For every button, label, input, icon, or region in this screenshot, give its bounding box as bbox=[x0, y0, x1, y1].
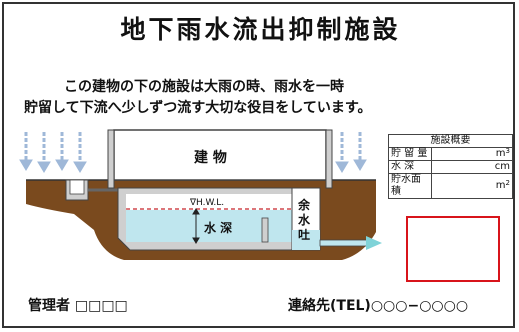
facility-spec-table: 施設概要 貯 留 量 m3 水 深 cm 貯水面積 m2 bbox=[387, 134, 513, 199]
spec-row-area: 貯水面積 m2 bbox=[387, 173, 513, 199]
description-line-2: 貯留して下流へ少しずつ流す大切な役目をしています。 bbox=[24, 100, 372, 116]
spillway-label-3: 吐 bbox=[298, 227, 310, 242]
sign-title: 地下雨水流出抑制施設 bbox=[120, 15, 401, 44]
description-line-1: この建物の下の施設は大雨の時、雨水を一時 bbox=[64, 79, 344, 95]
spillway-label-2: 水 bbox=[298, 212, 311, 227]
building-right-wall bbox=[325, 129, 333, 189]
building-label: 建 物 bbox=[194, 149, 227, 166]
rain-arrows-left bbox=[19, 132, 87, 173]
building-left-wall bbox=[107, 129, 115, 189]
spillway-label-1: 余 bbox=[297, 197, 311, 212]
rain-arrows-right bbox=[335, 132, 367, 173]
spec-unit-area: m2 bbox=[431, 173, 513, 199]
inner-wall bbox=[261, 217, 269, 243]
outlet-pipe bbox=[319, 239, 371, 247]
spec-label-volume: 貯 留 量 bbox=[387, 147, 433, 161]
outflow-arrow bbox=[366, 236, 382, 250]
red-placeholder-box bbox=[406, 216, 500, 282]
spec-label-depth: 水 深 bbox=[387, 160, 433, 174]
sign-board: 地下雨水流出抑制施設 この建物の下の施設は大雨の時、雨水を一時 貯留して下流へ少… bbox=[2, 2, 515, 328]
hwl-label: ∇H.W.L. bbox=[189, 198, 224, 208]
contact-text: 連絡先(TEL)○○○−○○○○ bbox=[288, 298, 469, 314]
spec-table-header: 施設概要 bbox=[388, 134, 513, 148]
spec-row-depth: 水 深 cm bbox=[387, 160, 513, 174]
building bbox=[113, 129, 327, 181]
facility-cross-section-diagram: 建 物 ∇H.W.L. 水 深 余 水 吐 bbox=[19, 129, 382, 260]
spec-label-area: 貯水面積 bbox=[387, 173, 433, 199]
water-depth-arrow bbox=[192, 208, 200, 244]
spillway-water bbox=[292, 230, 320, 250]
spec-unit-depth: cm bbox=[431, 160, 513, 174]
spec-row-volume: 貯 留 量 m3 bbox=[387, 147, 513, 161]
water-depth-label: 水 深 bbox=[204, 220, 232, 235]
inlet-basin-inner bbox=[69, 179, 85, 195]
spec-unit-volume: m3 bbox=[431, 147, 513, 161]
manager-text: 管理者 □□□□ bbox=[28, 298, 128, 314]
